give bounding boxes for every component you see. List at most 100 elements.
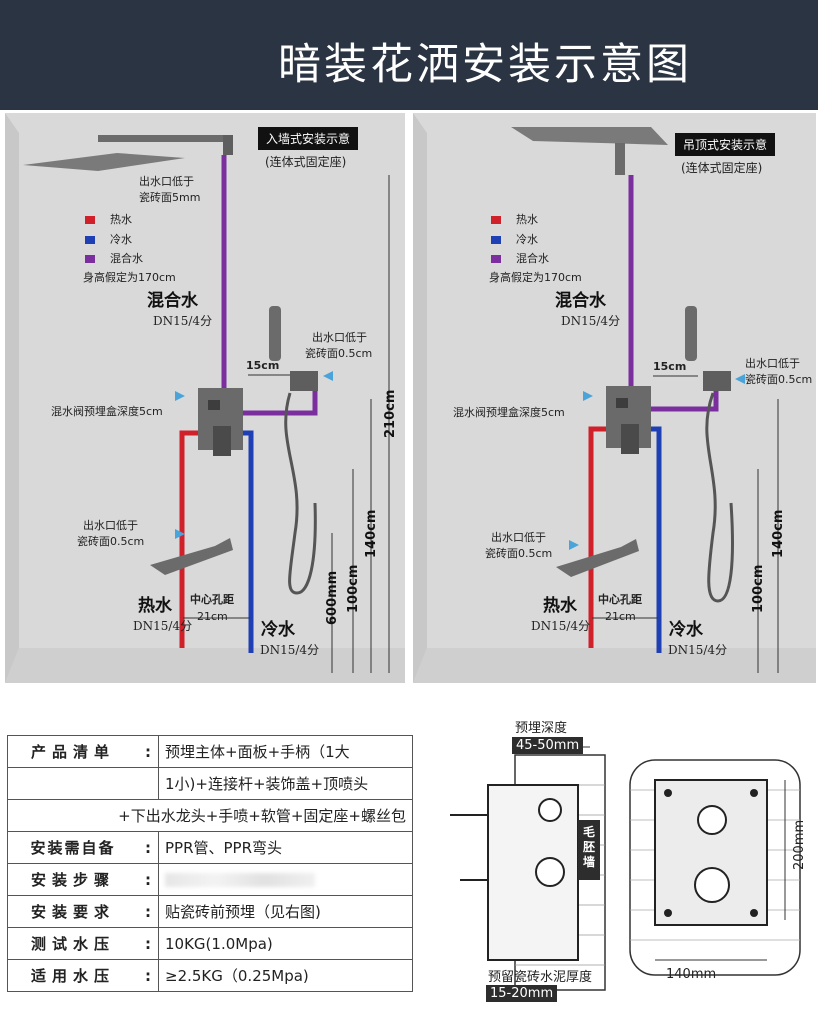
- dim-210-label: 210cm: [383, 389, 398, 438]
- spec-colon: :: [138, 895, 159, 928]
- hot-pipe: [588, 426, 608, 648]
- cold-water-spec: DN15/4分: [260, 643, 320, 657]
- cold-water-label: 冷水: [261, 620, 295, 640]
- legend-cold: 冷水: [516, 233, 538, 246]
- screw-bl: [664, 909, 672, 917]
- outlet-top-label-1: 出水口低于: [139, 175, 194, 188]
- outlet-top-label-2: 瓷砖面5mm: [139, 191, 201, 204]
- pointer-hand: [735, 374, 745, 384]
- dim-15-label: 15cm: [246, 359, 280, 372]
- spec-value: 10KG(1.0Mpa): [158, 927, 413, 960]
- hand-shower: [269, 306, 281, 361]
- table-row: 产品清单 : 预埋主体+面板+手柄（1大: [7, 735, 413, 768]
- wall-mount-diagram: 入墙式安装示意 (连体式固定座) 出水口低于 瓷砖面5mm 热水 冷水 混合水 …: [5, 113, 405, 683]
- hot-water-spec: DN15/4分: [133, 619, 193, 633]
- legend-hot-swatch: [491, 216, 501, 224]
- hand-holder: [703, 371, 731, 391]
- legend-hot-swatch: [85, 216, 95, 224]
- ceiling-drop: [615, 143, 625, 175]
- spec-key: 产品清单: [7, 735, 138, 768]
- pointer-hand: [323, 371, 333, 381]
- front-port-bottom: [694, 867, 730, 903]
- ceiling-mount-drawing: [413, 113, 816, 683]
- wall-mount-tag: 入墙式安装示意: [258, 127, 359, 150]
- raw-wall-label: 毛胚墙: [583, 825, 596, 869]
- width-label: 140mm: [666, 967, 717, 982]
- embed-box-drawing: 预埋深度 45-50mm 毛胚墙 预留瓷砖水泥厚度 15-20mm 140mm …: [440, 715, 818, 1015]
- ceiling-mount-diagram: 吊顶式安装示意 (连体式固定座) 热水 冷水 混合水 身高假定为170cm 混合…: [413, 113, 816, 683]
- hand-outlet-label-2: 瓷砖面0.5cm: [305, 347, 373, 360]
- page-header: 暗装花洒安装示意图: [0, 0, 818, 110]
- legend-height: 身高假定为170cm: [83, 271, 176, 284]
- dim-140-label: 140cm: [364, 509, 379, 558]
- spec-value: ≥2.5KG（0.25Mpa): [158, 959, 413, 992]
- spout-outlet-label-1: 出水口低于: [83, 519, 138, 532]
- spout-outlet-label-1: 出水口低于: [491, 531, 546, 544]
- hand-outlet-label-2: 瓷砖面0.5cm: [745, 373, 813, 386]
- table-row: +下出水龙头+手喷+软管+固定座+螺丝包: [7, 799, 413, 832]
- screw-tr: [750, 789, 758, 797]
- height-label: 200mm: [792, 819, 807, 870]
- dim-140-label: 140cm: [771, 509, 786, 558]
- mixed-water-label: 混合水: [555, 291, 606, 311]
- spec-colon: :: [138, 959, 159, 992]
- spec-key: 测试水压: [7, 927, 138, 960]
- depth-label: 预埋深度: [515, 721, 568, 736]
- table-row: 安装需自备 : PPR管、PPR弯头: [7, 831, 413, 864]
- valve-handle-top: [208, 400, 220, 410]
- embed-box-svg: [450, 746, 801, 991]
- legend-mixed: 混合水: [516, 252, 549, 265]
- valve-depth-label: 混水阀预埋盒深度5cm: [51, 405, 163, 418]
- rain-shower-head: [23, 153, 185, 171]
- tub-spout: [556, 539, 639, 577]
- spec-colon: :: [138, 735, 159, 768]
- hot-water-label: 热水: [543, 596, 577, 616]
- spec-colon-empty: [138, 767, 159, 800]
- port-top: [538, 798, 562, 822]
- valve-handle-bottom: [213, 426, 231, 456]
- spec-value: +下出水龙头+手喷+软管+固定座+螺丝包: [7, 799, 413, 832]
- spec-value: 贴瓷砖前预埋（见右图): [158, 895, 413, 928]
- cement-label: 预留瓷砖水泥厚度: [488, 970, 593, 985]
- arm-base: [223, 135, 233, 155]
- cold-water-label: 冷水: [669, 620, 703, 640]
- center-dist-value: 21cm: [605, 610, 636, 623]
- spec-value: PPR管、PPR弯头: [158, 831, 413, 864]
- center-dist-label: 中心孔距: [190, 593, 234, 606]
- legend-mixed-swatch: [491, 255, 501, 263]
- page-title: 暗装花洒安装示意图: [278, 40, 692, 90]
- shower-hose: [705, 392, 734, 603]
- shower-hose: [284, 392, 317, 595]
- center-dist-label: 中心孔距: [598, 593, 642, 606]
- hand-outlet-label-1: 出水口低于: [312, 331, 367, 344]
- shower-arm: [98, 135, 233, 142]
- port-bottom: [535, 857, 565, 887]
- embed-box-front: [654, 779, 768, 926]
- legend-hot: 热水: [110, 213, 132, 226]
- legend-mixed: 混合水: [110, 252, 143, 265]
- pointer-valve: [175, 391, 185, 401]
- ceiling-mount-tag-sub: (连体式固定座): [681, 161, 763, 175]
- spout-outlet-label-2: 瓷砖面0.5cm: [77, 535, 145, 548]
- spec-key: 安装要求: [7, 895, 138, 928]
- legend-height: 身高假定为170cm: [489, 271, 582, 284]
- valve-handle-top: [616, 398, 628, 408]
- hot-pipe: [179, 430, 205, 648]
- valve-depth-label: 混水阀预埋盒深度5cm: [453, 406, 565, 419]
- dim-600-label: 600mm: [325, 570, 340, 625]
- ceiling-shower-head: [511, 127, 668, 145]
- spec-key: 适用水压: [7, 959, 138, 992]
- mixed-pipe-hand: [240, 381, 318, 416]
- table-row: 测试水压 : 10KG(1.0Mpa): [7, 927, 413, 960]
- ceiling-mount-tag: 吊顶式安装示意: [675, 133, 776, 156]
- hot-water-label: 热水: [138, 596, 172, 616]
- hand-outlet-label-1: 出水口低于: [745, 357, 800, 370]
- pointer-valve: [583, 391, 593, 401]
- legend-mixed-swatch: [85, 255, 95, 263]
- dim-100-label: 100cm: [751, 564, 766, 613]
- spout-outlet-label-2: 瓷砖面0.5cm: [485, 547, 553, 560]
- spec-key: 安装步骤: [7, 863, 138, 896]
- mixed-pipe-hand: [651, 383, 719, 412]
- left-wall-edge: [5, 113, 19, 683]
- dim-100-label: 100cm: [346, 564, 361, 613]
